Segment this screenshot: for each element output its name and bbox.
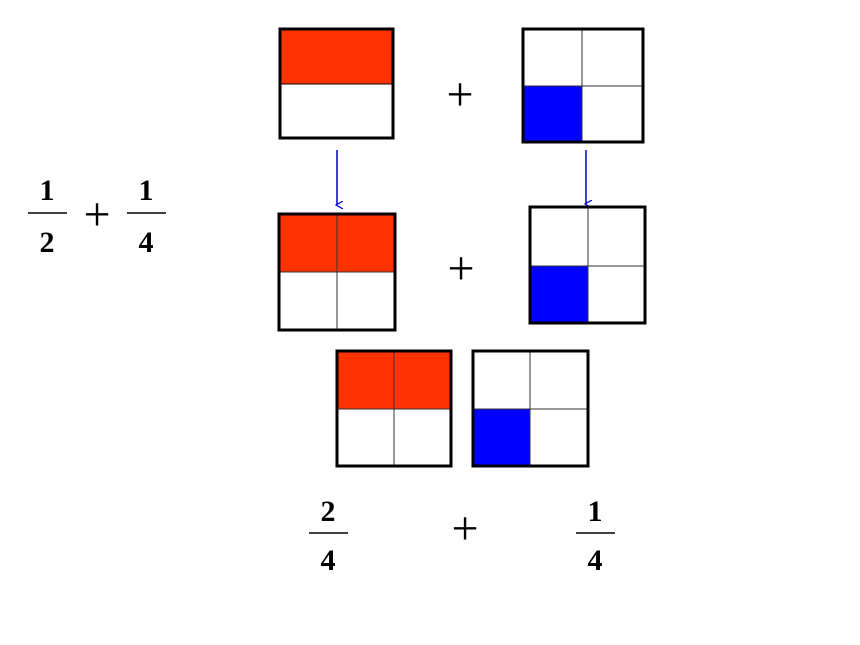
left-expression: 1 2 + 1 4 <box>28 174 166 259</box>
bottom-fraction-2-numerator: 1 <box>588 495 603 528</box>
bottom-expression: 2 4 + 1 4 <box>309 495 615 577</box>
bottom-fraction-2-denominator: 4 <box>588 544 603 577</box>
row3-right-blue-quarter <box>473 409 530 466</box>
row3-right-outline <box>471 349 590 468</box>
row1-left-model-half <box>278 27 395 140</box>
bottom-plus-sign: + <box>451 502 478 555</box>
row1-left-red-half <box>280 29 393 84</box>
row1-plus-sign: + <box>446 68 473 121</box>
row2-right-outline <box>528 205 647 325</box>
row2-right-blue-quarter <box>530 266 588 323</box>
row3-left-outline <box>335 349 453 468</box>
left-plus-sign: + <box>83 188 110 241</box>
left-fraction-2-denominator: 4 <box>139 226 154 259</box>
row1-right-outline <box>521 27 645 144</box>
row3-left-model-two-quarters <box>335 349 453 468</box>
row2-left-model-two-quarters <box>277 212 397 332</box>
left-fraction-1-denominator: 2 <box>40 226 55 259</box>
left-fraction-1-numerator: 1 <box>40 174 55 207</box>
bottom-fraction-1-denominator: 4 <box>321 544 336 577</box>
left-fraction-2-numerator: 1 <box>139 174 154 207</box>
row2-left-outline <box>277 212 397 332</box>
row2-plus-sign: + <box>447 242 474 295</box>
row3-right-model-quarter <box>471 349 590 468</box>
row1-left-outline <box>278 27 395 140</box>
bottom-fraction-1-numerator: 2 <box>321 495 336 528</box>
row1-right-model-quarter <box>521 27 645 144</box>
row2-right-model-quarter <box>528 205 647 325</box>
row1-right-blue-quarter <box>523 86 582 142</box>
